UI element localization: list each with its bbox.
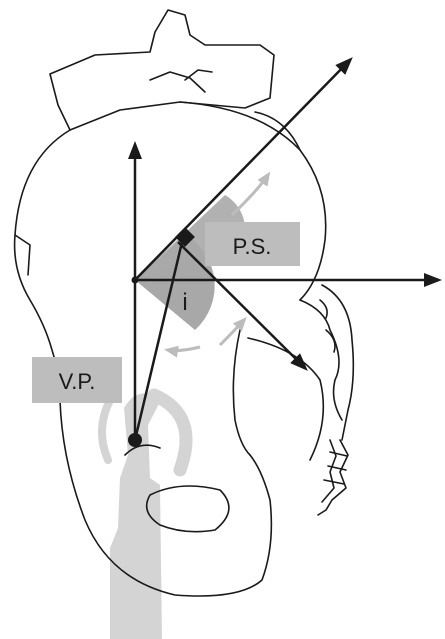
- rotation-arrow-lower-left: [168, 347, 200, 351]
- rotation-arrow-lower: [220, 320, 244, 345]
- origin-point: [132, 277, 139, 284]
- rotation-arrow-upper: [232, 175, 268, 215]
- ps-label: P.S.: [233, 234, 272, 259]
- vp-label-box: V.P.: [32, 357, 122, 403]
- ps-label-box: P.S.: [205, 222, 300, 266]
- incidence-angle-label: i: [182, 289, 187, 316]
- vp-label: V.P.: [59, 369, 96, 394]
- femur: [102, 393, 186, 639]
- hip-axis-point: [128, 433, 142, 447]
